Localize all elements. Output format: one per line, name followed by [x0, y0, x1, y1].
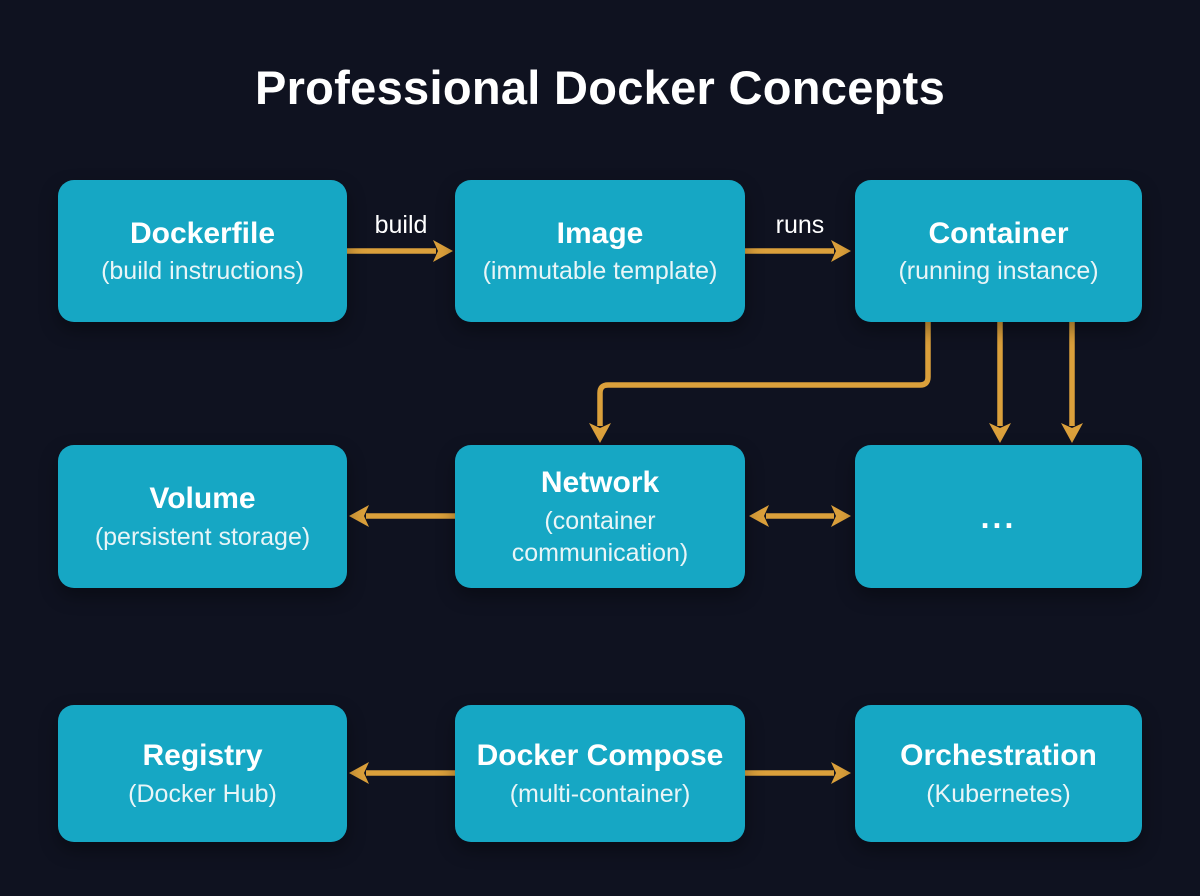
node-image-subtitle: (immutable template): [482, 257, 718, 286]
node-volume: Volume (persistent storage): [58, 445, 347, 588]
arrow-network-to-volume: [349, 505, 455, 527]
node-network: Network (container communication): [455, 445, 745, 588]
edge-label-build: build: [374, 211, 428, 239]
node-registry-subtitle: (Docker Hub): [128, 779, 277, 808]
arrow-dockerfile-to-image: [347, 240, 453, 262]
node-more-title: ...: [980, 498, 1017, 535]
node-orchestration-title: Orchestration: [900, 739, 1097, 773]
arrow-network-more-bidirectional: [749, 505, 851, 527]
node-container-subtitle: (running instance): [898, 257, 1099, 286]
arrow-container-to-network: [589, 322, 931, 443]
node-docker-compose-subtitle: (multi-container): [509, 779, 691, 808]
arrow-compose-to-registry: [349, 762, 455, 784]
arrow-compose-to-orchestration: [745, 762, 851, 784]
node-docker-compose-title: Docker Compose: [476, 739, 724, 773]
page-title: Professional Docker Concepts: [254, 61, 946, 114]
node-network-subtitle: (container communication): [511, 506, 689, 567]
node-dockerfile-title: Dockerfile: [129, 216, 276, 250]
node-network-title: Network: [540, 466, 660, 500]
node-container: Container (running instance): [855, 180, 1142, 322]
node-dockerfile: Dockerfile (build instructions): [58, 180, 347, 322]
arrow-image-to-container: [745, 240, 851, 262]
arrow-container-to-more-2: [1061, 322, 1083, 443]
arrow-container-to-more-1: [989, 322, 1011, 443]
node-registry-title: Registry: [142, 739, 263, 773]
node-more: ...: [855, 445, 1142, 588]
node-volume-title: Volume: [149, 482, 256, 516]
node-docker-compose: Docker Compose (multi-container): [455, 705, 745, 842]
node-container-title: Container: [928, 216, 1069, 250]
node-registry: Registry (Docker Hub): [58, 705, 347, 842]
node-dockerfile-subtitle: (build instructions): [101, 257, 304, 286]
node-orchestration: Orchestration (Kubernetes): [855, 705, 1142, 842]
node-orchestration-subtitle: (Kubernetes): [926, 779, 1071, 808]
node-image-title: Image: [556, 216, 644, 250]
node-volume-subtitle: (persistent storage): [94, 522, 311, 551]
edge-label-runs: runs: [775, 211, 825, 239]
node-image: Image (immutable template): [455, 180, 745, 322]
